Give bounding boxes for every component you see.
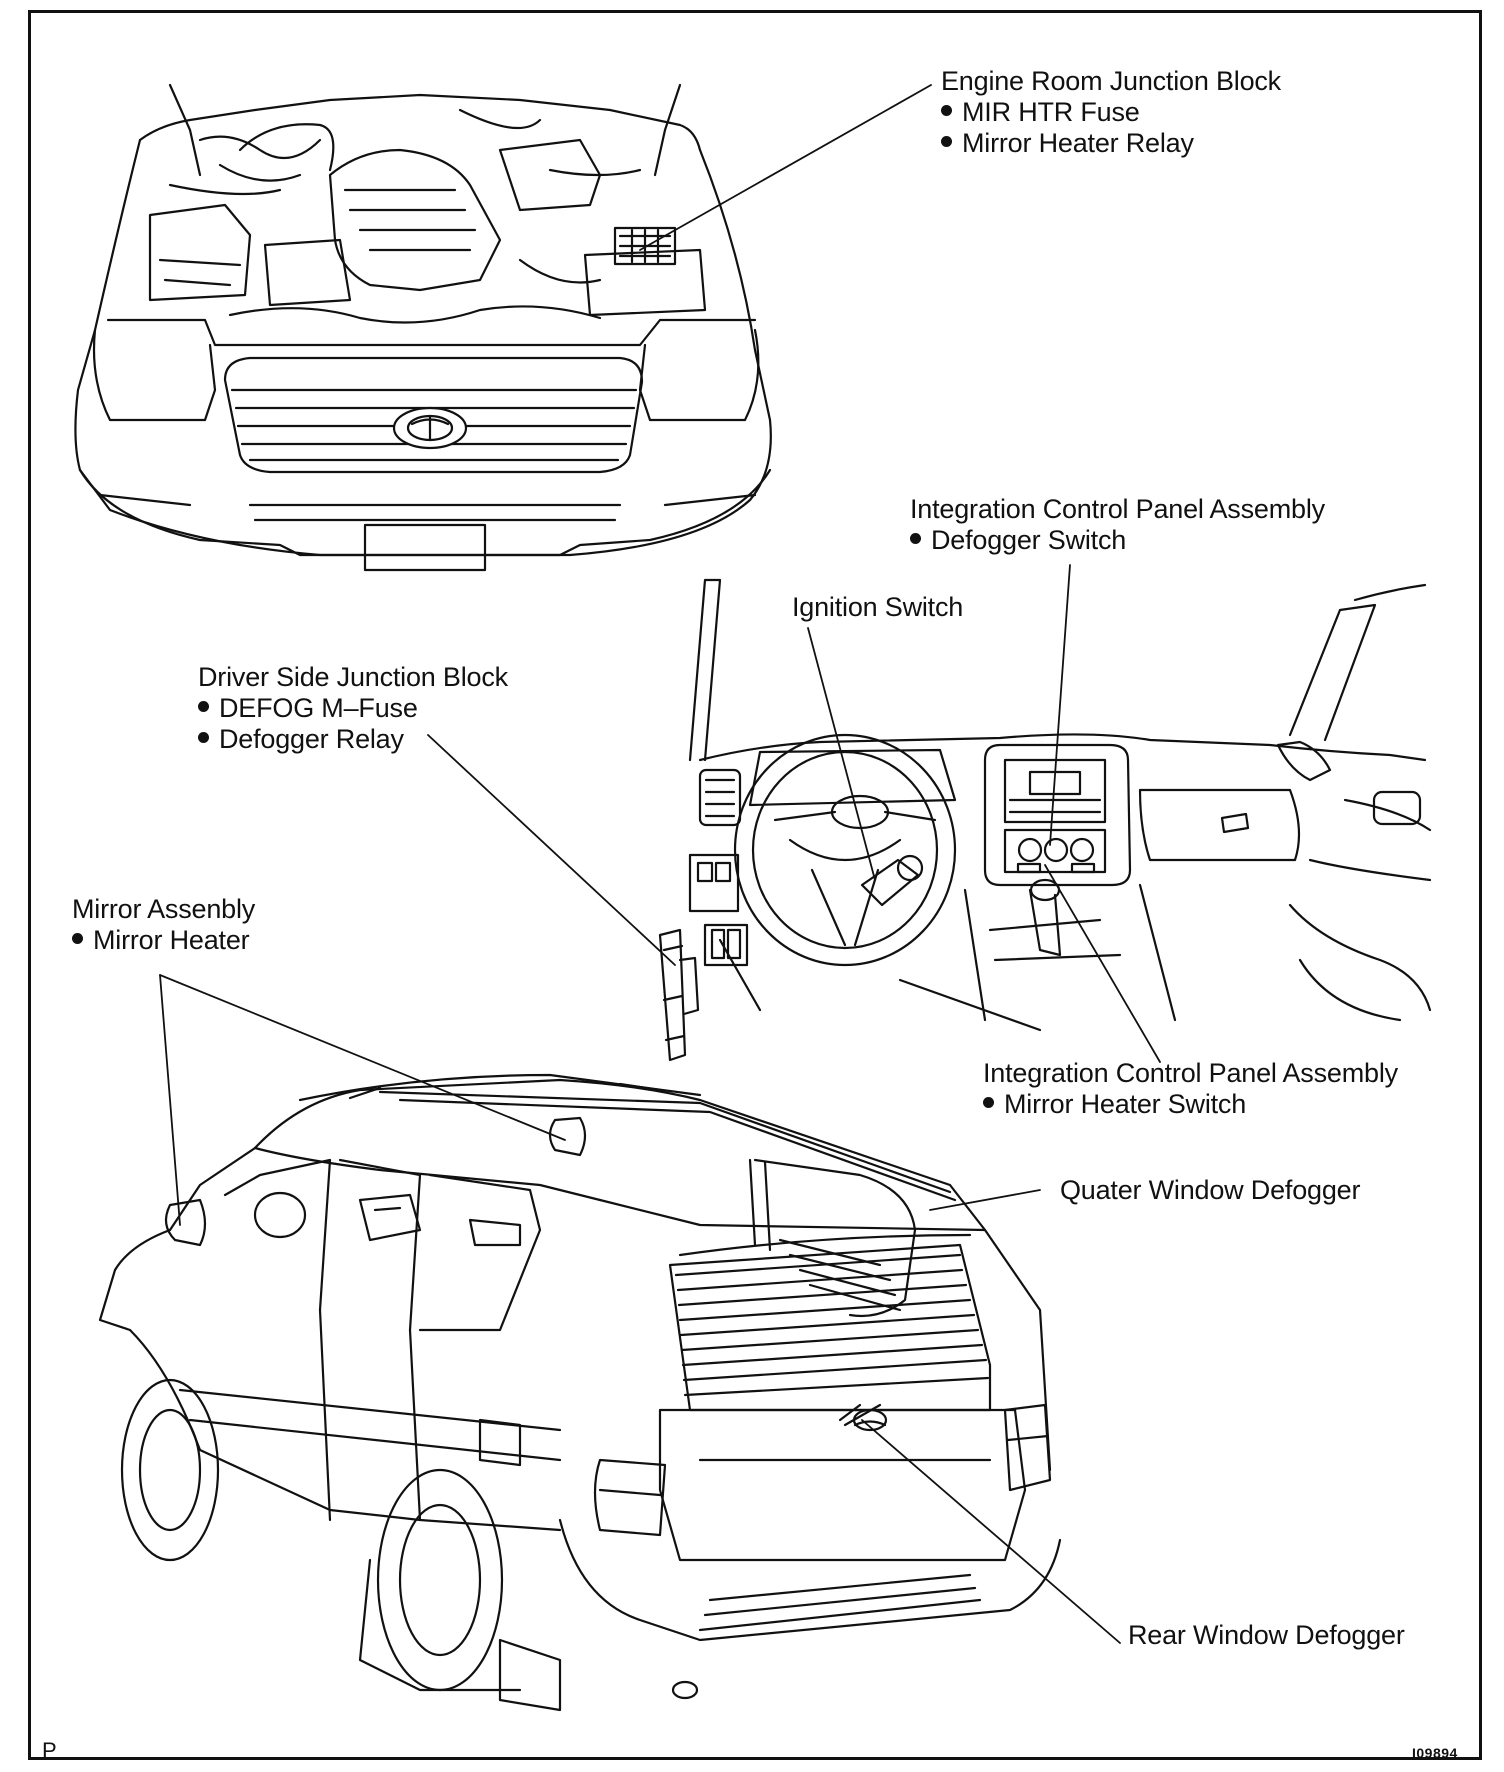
callout-title: Integration Control Panel Assembly (983, 1058, 1398, 1088)
dashboard-illustration (688, 578, 1432, 1032)
bullet-icon (983, 1097, 994, 1108)
engine-bay-illustration (74, 83, 772, 572)
driver-side-junction-block-callout: Driver Side Junction Block DEFOG M–Fuse … (198, 662, 508, 755)
figure-id-label: I09894 (1412, 1745, 1458, 1761)
callout-item-text: Mirror Heater Switch (1004, 1089, 1247, 1119)
ignition-switch-callout: Ignition Switch (792, 592, 963, 623)
callout-item-text: DEFOG M–Fuse (219, 693, 418, 723)
rear-window-defogger-callout: Rear Window Defogger (1128, 1620, 1405, 1651)
callout-item: Mirror Heater Switch (983, 1089, 1398, 1120)
callout-item: Mirror Heater (72, 925, 255, 956)
callout-item: Defogger Switch (910, 525, 1325, 556)
driver-junction-block-illustration (658, 928, 700, 1062)
diagram-frame (28, 10, 1482, 1760)
icp-mirror-heater-switch-callout: Integration Control Panel Assembly Mirro… (983, 1058, 1398, 1120)
bullet-icon (941, 136, 952, 147)
callout-item: Defogger Relay (198, 724, 508, 755)
corner-label-left: P (42, 1738, 57, 1763)
bullet-icon (941, 105, 952, 116)
callout-item-text: Mirror Heater Relay (962, 128, 1194, 158)
callout-item: Mirror Heater Relay (941, 128, 1281, 159)
engine-room-junction-block-callout: Engine Room Junction Block MIR HTR Fuse … (941, 66, 1281, 159)
callout-title: Mirror Assenbly (72, 894, 256, 924)
vehicle-rear-illustration (98, 1073, 1062, 1712)
mirror-assembly-callout: Mirror Assenbly Mirror Heater (72, 894, 255, 956)
callout-item: MIR HTR Fuse (941, 97, 1281, 128)
callout-title: Rear Window Defogger (1128, 1620, 1405, 1650)
callout-item-text: Mirror Heater (93, 925, 250, 955)
bullet-icon (910, 533, 921, 544)
callout-title: Ignition Switch (792, 592, 964, 622)
callout-leader-lines (159, 84, 1161, 1644)
callout-title: Engine Room Junction Block (941, 66, 1281, 96)
callout-item-text: MIR HTR Fuse (962, 97, 1140, 127)
callout-title: Integration Control Panel Assembly (910, 494, 1325, 524)
callout-item-text: Defogger Relay (219, 724, 404, 754)
callout-item-text: Defogger Switch (931, 525, 1127, 555)
bullet-icon (72, 933, 83, 944)
icp-defogger-switch-callout: Integration Control Panel Assembly Defog… (910, 494, 1325, 556)
callout-title: Quater Window Defogger (1060, 1175, 1361, 1205)
quarter-window-defogger-callout: Quater Window Defogger (1060, 1175, 1360, 1206)
callout-item: DEFOG M–Fuse (198, 693, 508, 724)
bullet-icon (198, 701, 209, 712)
bullet-icon (198, 732, 209, 743)
callout-title: Driver Side Junction Block (198, 662, 508, 692)
